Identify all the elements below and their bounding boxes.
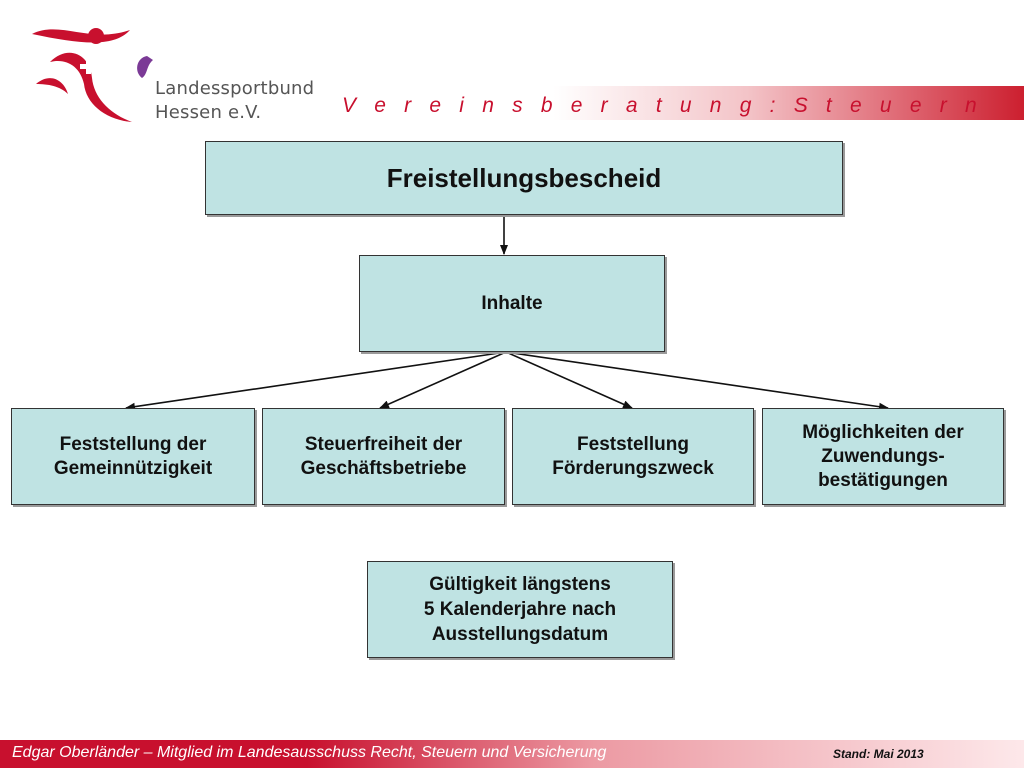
footer-bar: Edgar Oberländer – Mitglied im Landesaus… [0,740,1024,768]
item-box-zuwendungsbestaetigungen: Möglichkeiten der Zuwendungs- bestätigun… [762,408,1004,505]
item-box-gemeinnuetzigkeit: Feststellung der Gemeinnützigkeit [11,408,255,505]
arrow-inhalte-to-item-1 [125,351,507,411]
item-box-geschaeftsbetriebe: Steuerfreiheit der Geschäftsbetriebe [262,408,505,505]
middle-box-inhalte: Inhalte [359,255,665,352]
header-title: V e r e i n s b e r a t u n g : S t e u … [342,94,983,117]
org-name-line1: Landessportbund [155,78,315,99]
org-name-line2: Hessen e.V. [155,102,262,123]
arrow-inhalte-to-item-2 [379,351,507,409]
arrow-inhalte-to-item-3 [505,351,633,409]
validity-box: Gültigkeit längstens 5 Kalenderjahre nac… [367,561,673,658]
footer-author: Edgar Oberländer – Mitglied im Landesaus… [12,744,607,761]
header-band [300,86,1024,120]
footer-date: Stand: Mai 2013 [833,747,924,761]
landessportbund-hessen-logo-icon [32,28,153,122]
arrow-inhalte-to-item-4 [505,351,889,411]
item-box-foerderungszweck: Feststellung Förderungszweck [512,408,754,505]
root-box-freistellungsbescheid: Freistellungsbescheid [205,141,843,215]
